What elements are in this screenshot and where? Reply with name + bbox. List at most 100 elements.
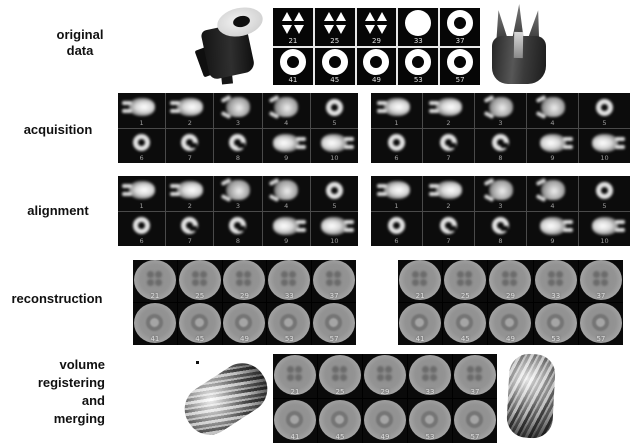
slice-number: 25 [330,36,340,45]
slice-cell-9: 9 [262,211,310,246]
slice-number: 6 [139,237,144,245]
quad-glyph [281,11,305,34]
proj-vee-l-glyph [268,95,299,120]
proj-side-r-glyph [321,216,355,235]
proj-cee-r-glyph [181,217,199,235]
recon-cluster-glyph [579,260,622,300]
original-model-render-right [486,2,564,90]
slice-number: 53 [413,76,423,84]
slice-cell-8: 8 [214,211,262,246]
slice-number: 53 [425,433,435,441]
slice-cell-8: 8 [214,128,262,163]
proj-side-r-glyph [273,133,307,152]
slice-number: 3 [498,118,503,127]
slice-cell-4: 4 [262,93,310,128]
slice-cell-5: 5 [579,176,630,211]
donut-glyph [447,49,474,76]
slice-number: 3 [498,201,503,210]
stage-label-reconstruction: reconstruction [11,291,103,306]
recon-ring-glyph [364,399,406,440]
proj-cee-r-glyph [492,217,509,235]
slice-cell-45: 45 [318,399,362,443]
slice-cell-49: 49 [222,303,267,345]
slice-cell-1: 1 [371,176,422,211]
slice-number: 33 [551,292,561,300]
recon-cluster-glyph [313,260,356,300]
slice-number: 49 [240,335,249,343]
slice-number: 2 [446,201,451,210]
slice-cell-4: 4 [527,93,578,128]
donut-glyph [279,49,306,76]
stage-label-alignment: alignment [27,203,89,218]
model-facet [513,31,524,59]
slice-number: 41 [150,335,160,343]
slice-number: 49 [372,76,381,84]
slice-number: 10 [600,237,609,245]
slice-cell-4: 4 [527,176,578,211]
slice-number: 1 [139,201,144,210]
slice-number: 41 [288,76,298,84]
slice-number: 41 [415,335,425,343]
slice-cell-49: 49 [356,47,397,85]
recon-cluster-glyph [454,354,496,395]
slice-cell-9: 9 [527,211,578,246]
slice-number: 57 [596,335,606,343]
slice-cell-37: 37 [312,260,356,302]
slice-number: 5 [602,118,607,127]
slice-number: 45 [335,433,345,441]
slice-number: 37 [329,292,339,300]
slice-number: 1 [394,201,399,210]
slice-cell-1: 1 [118,93,166,128]
slice-cell-25: 25 [177,260,222,302]
slice-cell-2: 2 [423,176,474,211]
slice-cell-7: 7 [423,211,474,246]
slice-cell-4: 4 [262,176,310,211]
recon-ring-glyph [223,303,266,343]
slice-cell-6: 6 [371,128,422,163]
donut-glyph [447,9,474,36]
recon-ring-glyph [579,303,622,343]
slice-number: 37 [470,388,480,396]
proj-vee-l-glyph [483,95,513,120]
recon-cluster-glyph [489,260,532,300]
slice-cell-41: 41 [398,303,443,345]
slice-cell-21: 21 [273,8,313,46]
slice-number: 45 [460,335,470,343]
recon-cluster-glyph [534,260,577,300]
slice-number: 25 [195,292,205,300]
stage-label-volume-registering: volume registering and merging [37,357,105,426]
proj-cee-r-glyph [440,217,457,235]
proj-ring-glyph [133,217,151,235]
original-model-render-left [193,3,271,86]
slice-number: 9 [550,154,555,162]
proj-side-r-glyph [591,216,625,235]
donut-glyph [363,49,390,76]
slice-cell-5: 5 [579,93,630,128]
slice-number: 25 [335,388,345,396]
stage-label-original-data: original data [56,27,104,58]
slice-cell-37: 37 [453,354,497,398]
slice-cell-41: 41 [133,303,177,345]
proj-side-l-glyph [169,98,203,117]
slice-cell-37: 37 [440,8,480,46]
proj-side-l-glyph [428,181,462,200]
slice-cell-53: 53 [533,303,578,345]
slice-number: 2 [187,118,192,127]
slice-cell-9: 9 [527,128,578,163]
slice-cell-57: 57 [440,47,480,85]
proj-vee-l-glyph [535,95,565,120]
slice-number: 5 [332,118,337,127]
slice-cell-3: 3 [475,176,526,211]
proj-cee-r-glyph [229,134,247,152]
recon-cluster-glyph [409,354,451,395]
slice-number: 57 [329,335,339,343]
slice-number: 41 [290,433,300,441]
slice-number: 45 [330,76,340,84]
slice-cell-29: 29 [363,354,407,398]
slice-cell-21: 21 [133,260,177,302]
merged-volume-body [505,352,557,440]
proj-side-l-glyph [169,181,203,200]
